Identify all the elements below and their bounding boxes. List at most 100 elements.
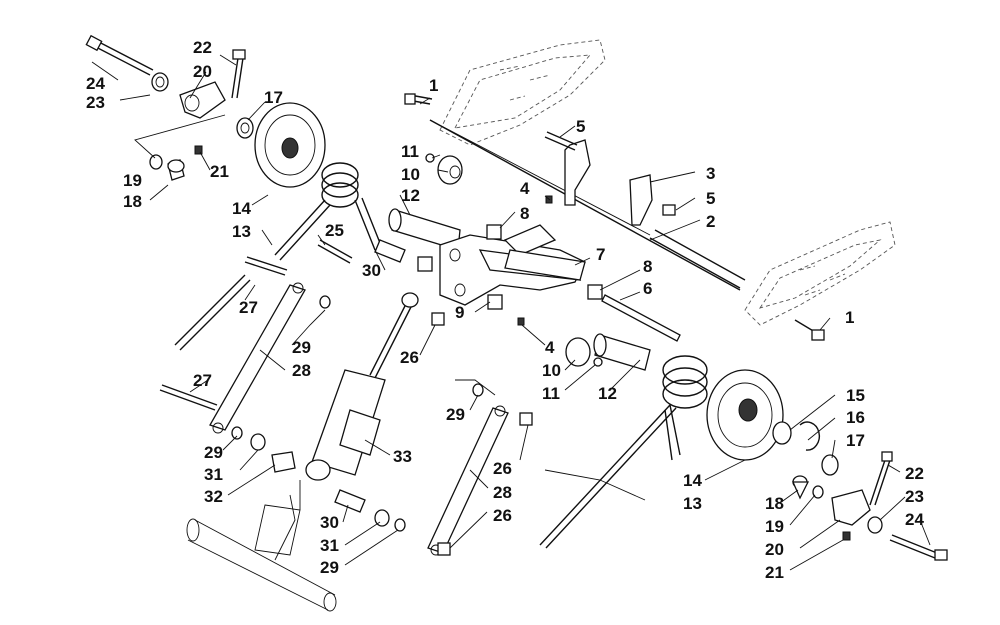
callout-32: 32 (204, 487, 223, 506)
callout-13-upper: 13 (232, 222, 251, 241)
bolt-5-lower (662, 204, 676, 216)
bolt-27-upper (244, 256, 288, 276)
callout-18-lower: 18 (765, 494, 784, 513)
shaft-6 (601, 294, 681, 342)
setscrew-21-lower (842, 531, 851, 541)
callout-9: 9 (455, 303, 464, 322)
snap-ring-16 (799, 421, 821, 451)
callout-18-upper: 18 (123, 192, 142, 211)
callout-28-upper: 28 (292, 361, 311, 380)
callout-1-upper: 1 (429, 76, 438, 95)
torsion-spring-13-upper (274, 162, 383, 261)
callout-31-upper: 31 (204, 465, 223, 484)
idler-wheel-14-lower (706, 369, 784, 461)
washer-29-left (231, 426, 243, 440)
callout-8-upper: 8 (520, 204, 529, 223)
callout-23-upper: 23 (86, 93, 105, 112)
bolt-22-lower (869, 451, 893, 506)
washer-17-lower (821, 454, 839, 476)
setscrew-4-lower (517, 317, 525, 326)
callout-23-lower: 23 (905, 487, 924, 506)
callout-19-upper: 19 (123, 171, 142, 190)
callout-30-lower: 30 (320, 513, 339, 532)
callout-8-lower: 8 (643, 257, 652, 276)
bolt-27-lower (159, 384, 218, 411)
washer-29-mid (472, 383, 484, 397)
callout-24-lower: 24 (905, 510, 924, 529)
bolt-24-lower (889, 534, 948, 561)
bolt-22-upper (231, 49, 246, 99)
lower-frame-rail (744, 221, 896, 326)
leader-lines (91, 54, 931, 571)
bolt-25 (317, 239, 353, 264)
washer-19-lower (812, 485, 824, 499)
callout-27-lower: 27 (193, 371, 212, 390)
callout-17-lower: 17 (846, 431, 865, 450)
callout-27-upper: 27 (239, 298, 258, 317)
bracket-3 (564, 139, 653, 226)
callout-22-lower: 22 (905, 464, 924, 483)
bearing-15 (772, 421, 792, 445)
callout-26-upper: 26 (400, 348, 419, 367)
callout-10-upper: 10 (401, 165, 420, 184)
callout-13-lower: 13 (683, 494, 702, 513)
spacer-31-upper (250, 433, 266, 451)
spacer-8-upper (486, 224, 502, 240)
callout-21-lower: 21 (765, 563, 784, 582)
cross-shaft-12-lower (593, 333, 651, 371)
axle-block-20-lower (831, 489, 871, 526)
bolt-1-upper (404, 93, 433, 105)
callout-29-left: 29 (204, 443, 223, 462)
callout-29-upper: 29 (292, 338, 311, 357)
callout-25: 25 (325, 221, 344, 240)
washer-19-upper (149, 154, 163, 170)
spacer-8-lower (587, 284, 603, 300)
callout-15: 15 (846, 386, 865, 405)
callout-29-mid: 29 (446, 405, 465, 424)
bolt-5-upper (544, 131, 578, 151)
spacer-30-lower (334, 489, 366, 513)
callout-22-upper: 22 (193, 38, 212, 57)
bumper-10-upper (437, 155, 463, 185)
callout-14-lower: 14 (683, 471, 702, 490)
washer-29-upper (319, 295, 331, 309)
callout-12-upper: 12 (401, 186, 420, 205)
callout-7: 7 (596, 245, 605, 264)
callout-4-upper: 4 (520, 179, 530, 198)
callout-26-lower: 26 (493, 506, 512, 525)
shaft-7 (504, 249, 586, 281)
nut-26-upper (431, 312, 445, 326)
callout-4-lower: 4 (545, 338, 555, 357)
spacer-9 (487, 294, 503, 310)
shock-absorber-33 (305, 292, 419, 481)
callout-30-upper: 30 (362, 261, 381, 280)
callout-3: 3 (706, 164, 715, 183)
washer-11-lower (593, 357, 603, 367)
callout-20-upper: 20 (193, 62, 212, 81)
axle-block-20-upper (179, 81, 226, 119)
bumper-10-lower (565, 337, 591, 367)
link-arm-28-lower (427, 405, 509, 556)
washer-17-upper (236, 117, 254, 139)
spacer-23-upper (151, 72, 169, 92)
spacer-23-lower (867, 516, 883, 534)
bushing-18-lower (792, 475, 810, 500)
callout-11-upper: 11 (401, 142, 419, 161)
rear-axle-shaft (429, 119, 746, 291)
callout-19-lower: 19 (765, 517, 784, 536)
bolt-1-lower (794, 319, 825, 341)
callout-2: 2 (706, 212, 715, 231)
callout-28-lower: 28 (493, 483, 512, 502)
callout-29-bottom: 29 (320, 558, 339, 577)
torsion-spring-13-lower (539, 355, 708, 549)
callout-6: 6 (643, 279, 652, 298)
bushing-lower-pivot (417, 256, 433, 272)
callout-33: 33 (393, 447, 412, 466)
rod-13-left (174, 274, 251, 351)
nut-26-mid (519, 412, 533, 426)
setscrew-21-upper (194, 145, 203, 155)
callout-17-upper: 17 (264, 88, 283, 107)
callout-12-lower: 12 (598, 384, 617, 403)
callout-20-lower: 20 (765, 540, 784, 559)
